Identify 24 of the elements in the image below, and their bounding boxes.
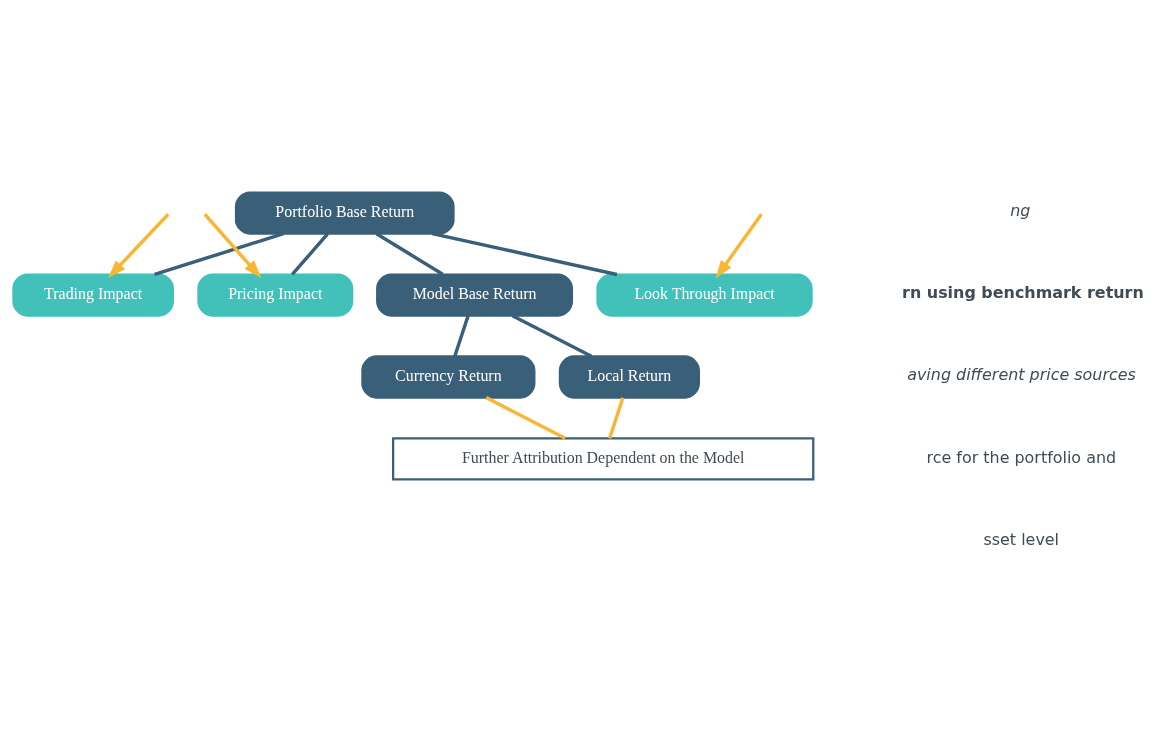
label: rn using benchmark return <box>902 283 1144 303</box>
node-box: Trading Impact <box>12 273 174 317</box>
arrow <box>108 213 170 279</box>
label: ng <box>1010 201 1031 221</box>
connector <box>511 314 593 358</box>
arrow <box>203 213 262 279</box>
connector <box>453 315 470 357</box>
node-box: Pricing Impact <box>197 273 354 317</box>
node-box: Currency Return <box>361 355 536 399</box>
arrow <box>715 213 763 279</box>
node-box: Local Return <box>558 355 700 399</box>
connector <box>431 231 618 277</box>
connector <box>291 232 329 276</box>
connector <box>154 231 285 277</box>
node-box: Further Attribution Dependent on the Model <box>392 437 815 481</box>
label: rce for the portfolio and <box>926 448 1117 468</box>
label: sset level <box>983 530 1060 550</box>
node-box: Portfolio Base Return <box>234 191 455 235</box>
connector <box>608 397 625 439</box>
connector <box>375 232 444 276</box>
connector <box>485 396 566 440</box>
node-box: Model Base Return <box>376 273 574 317</box>
label: aving different price sources <box>907 365 1136 385</box>
node-box: Look Through Impact <box>596 273 813 317</box>
